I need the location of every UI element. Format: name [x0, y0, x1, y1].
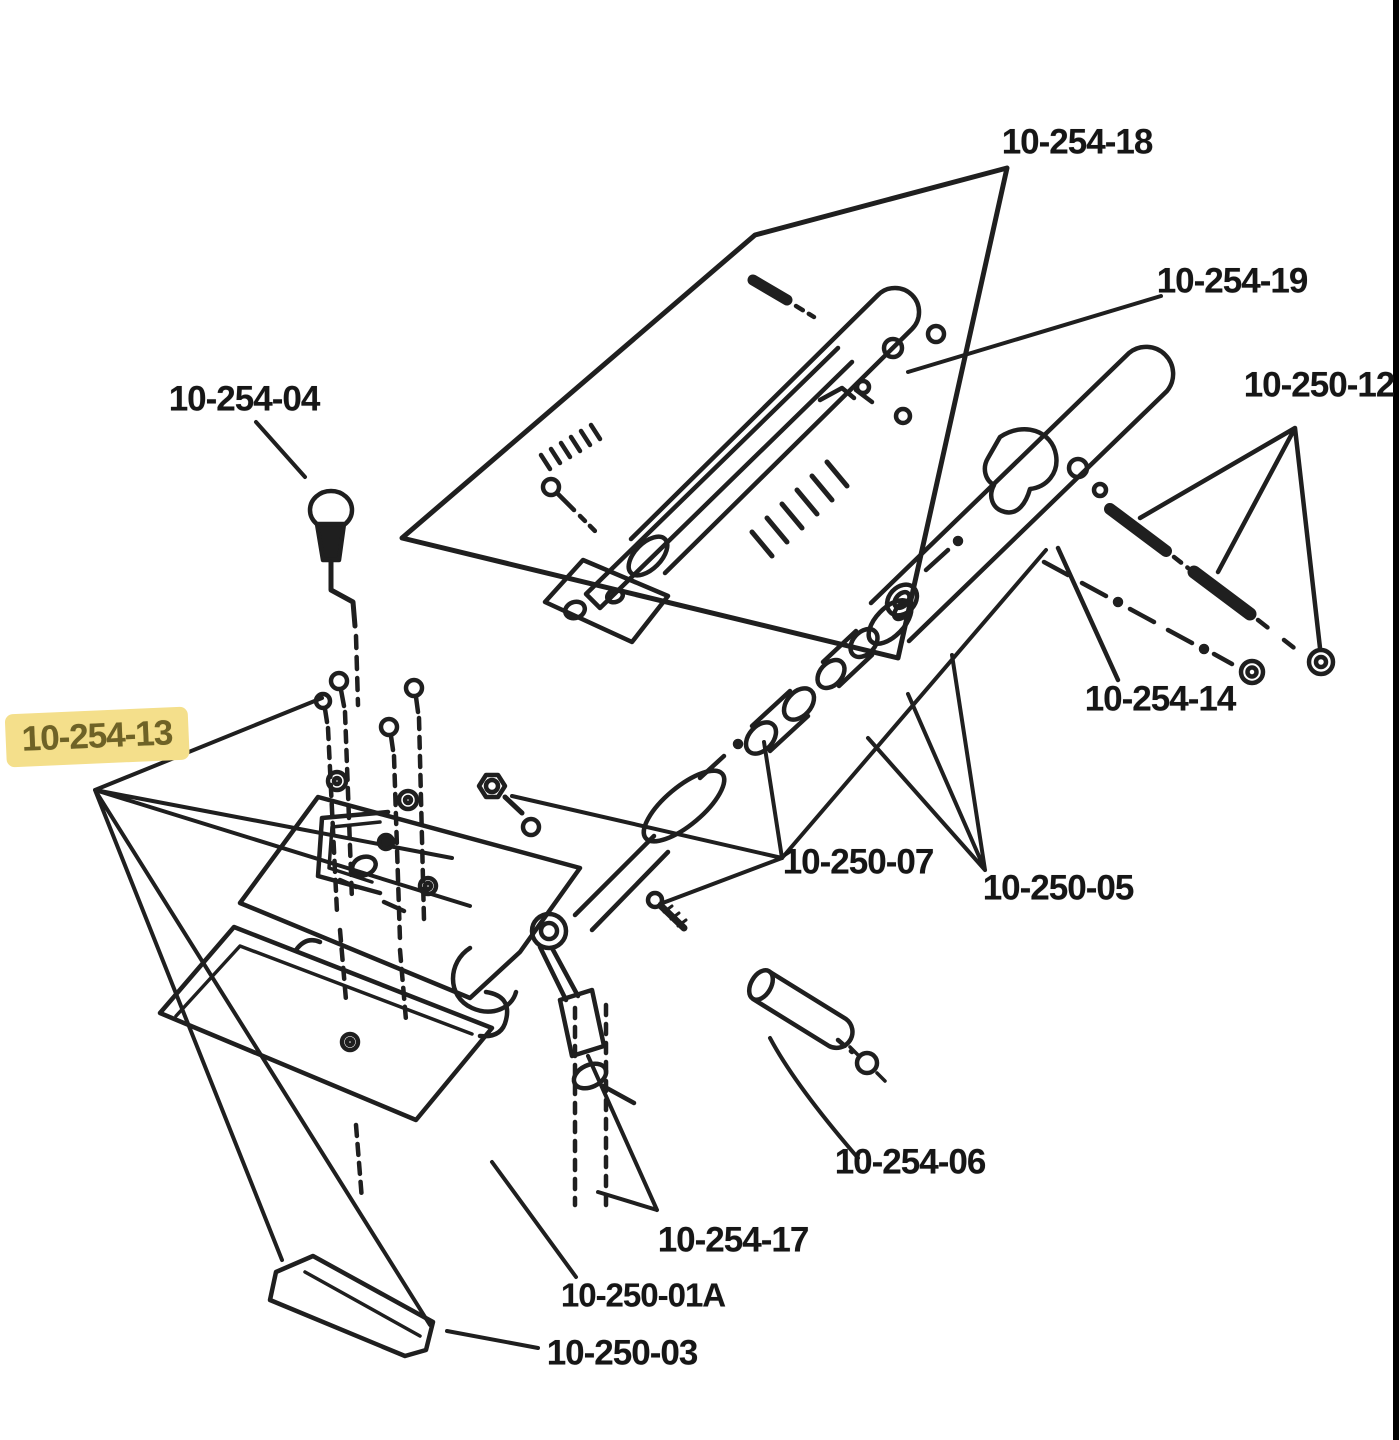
bushings-group: [476, 535, 1048, 932]
upper-housing-panel: [399, 165, 1010, 661]
part-label-10-254-06: 10-254-06: [834, 1142, 987, 1182]
part-label-10-250-12: 10-250-12: [1243, 365, 1396, 405]
part-label-10-250-01A: 10-250-01A: [560, 1276, 726, 1314]
part-label-10-254-14: 10-254-14: [1084, 679, 1237, 719]
shift-lever-assembly: [450, 768, 727, 1211]
part-label-10-254-17: 10-254-17: [657, 1220, 810, 1260]
leader-10-250-01A: [490, 1160, 578, 1279]
shift-knob: [254, 420, 361, 708]
leader-10-254-19: [906, 294, 1163, 374]
leader-10-254-17: [586, 1054, 659, 1212]
roller-and-button: [746, 968, 887, 1160]
part-label-10-250-03: 10-250-03: [546, 1333, 699, 1373]
mount-pins-group: [1104, 425, 1336, 677]
part-label-10-254-04: 10-254-04: [168, 379, 321, 419]
leader-10-250-05: [866, 653, 987, 872]
mount-plate-group: [93, 670, 583, 1359]
part-label-10-254-13-highlighted: 10-254-13: [4, 706, 190, 768]
leader-10-250-03: [445, 1329, 540, 1350]
part-label-10-250-07: 10-250-07: [782, 842, 935, 882]
detent-pin-group: [1041, 545, 1266, 686]
part-label-10-254-19: 10-254-19: [1156, 261, 1309, 301]
part-label-10-250-05: 10-250-05: [982, 868, 1135, 908]
part-label-10-254-18: 10-254-18: [1001, 122, 1154, 162]
